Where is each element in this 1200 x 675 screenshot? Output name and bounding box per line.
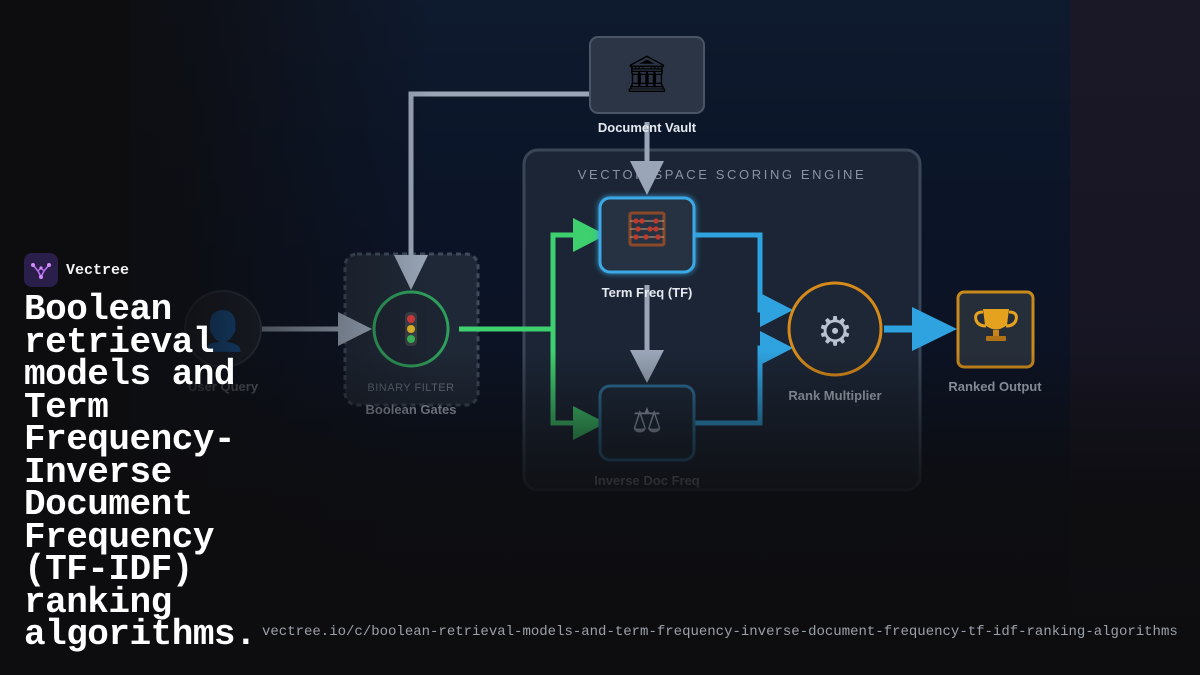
rank-multiplier-label: Rank Multiplier bbox=[788, 388, 881, 403]
scales-icon: ⚖ bbox=[632, 401, 662, 441]
traffic-light-icon bbox=[405, 312, 417, 346]
rank-to-output-arrowhead bbox=[912, 307, 957, 351]
binary-filter-sublabel: BINARY FILTER bbox=[367, 382, 454, 394]
term-freq-node[interactable]: Term Freq (TF) bbox=[598, 196, 696, 300]
brand-name: Vectree bbox=[66, 261, 130, 279]
group-title: VECTOR SPACE SCORING ENGINE bbox=[578, 167, 867, 182]
gear-icon: ⚙ bbox=[817, 309, 853, 355]
inverse-doc-freq-label: Inverse Doc Freq bbox=[594, 473, 700, 488]
bank-building-icon: 🏛 bbox=[624, 54, 670, 95]
page-url[interactable]: vectree.io/c/boolean-retrieval-models-an… bbox=[262, 624, 1178, 640]
document-vault-node[interactable]: 🏛 Document Vault bbox=[589, 36, 705, 135]
brand[interactable]: Vectree bbox=[24, 253, 129, 287]
inverse-doc-freq-node[interactable]: ⚖ Inverse Doc Freq bbox=[594, 384, 700, 488]
ranked-output-label: Ranked Output bbox=[948, 379, 1042, 394]
vectree-logo-icon bbox=[24, 253, 58, 287]
ranked-output-node[interactable]: Ranked Output bbox=[948, 290, 1042, 394]
boolean-gates-label: Boolean Gates bbox=[365, 402, 456, 417]
term-freq-label: Term Freq (TF) bbox=[602, 285, 693, 300]
document-vault-label: Document Vault bbox=[598, 120, 697, 135]
page-title: Boolean retrieval models and Term Freque… bbox=[24, 289, 257, 655]
